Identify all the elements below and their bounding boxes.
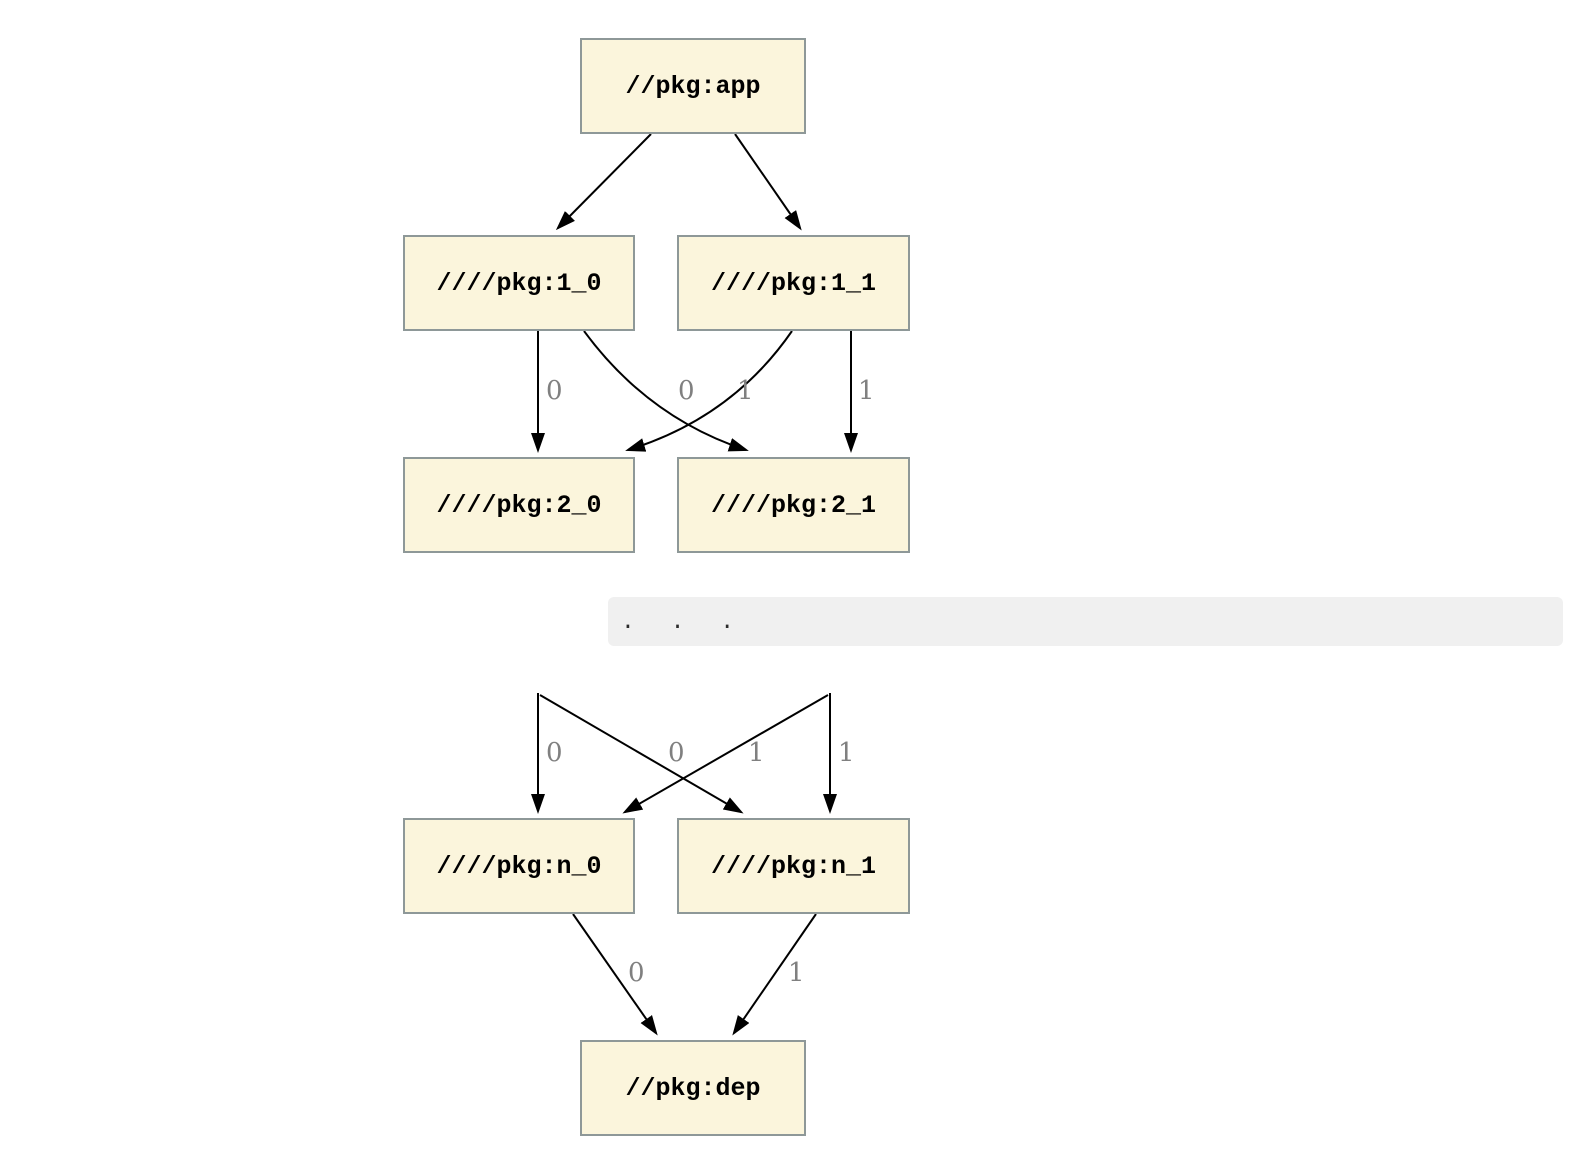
node-pkg-2-1-label: ////pkg:2_1: [710, 490, 877, 520]
node-pkg-app: //pkg:app: [580, 38, 806, 134]
node-pkg-dep: //pkg:dep: [580, 1040, 806, 1136]
edge-label-1_1-2_1: 1: [858, 376, 875, 406]
node-pkg-n-1: ////pkg:n_1: [677, 818, 910, 914]
node-pkg-app-label: //pkg:app: [625, 71, 761, 101]
node-pkg-2-0-label: ////pkg:2_0: [436, 490, 602, 520]
edge-label-1_0-2_0: 0: [546, 376, 563, 406]
node-pkg-2-0: ////pkg:2_0: [403, 457, 635, 553]
edge-app-to-1_0: [555, 133, 652, 231]
edge-label-elided-n_0: 0: [546, 738, 563, 768]
node-pkg-2-1: ////pkg:2_1: [677, 457, 910, 553]
edge-label-elided-n_1-cross: 0: [668, 738, 685, 768]
node-pkg-1-0-label: ////pkg:1_0: [436, 268, 602, 298]
node-pkg-1-1-label: ////pkg:1_1: [710, 268, 877, 298]
node-pkg-n-1-label: ////pkg:n_1: [710, 851, 877, 881]
edge-n_0-to-dep: [572, 913, 658, 1036]
edge-elided-to-n_1-cross: [539, 694, 744, 814]
node-pkg-1-1: ////pkg:1_1: [677, 235, 910, 331]
node-pkg-n-0-label: ////pkg:n_0: [436, 851, 602, 881]
edge-1_1-to-2_0: [625, 330, 793, 452]
elided-layers-band: . . .: [608, 597, 1563, 646]
edge-label-elided-n_1: 1: [838, 738, 855, 768]
edge-elided-to-n_0-cross: [622, 694, 829, 814]
edge-label-1_1-2_0: 1: [737, 376, 754, 406]
edge-label-n_0-dep: 0: [628, 958, 645, 988]
edge-label-n_1-dep: 1: [788, 958, 805, 988]
node-pkg-n-0: ////pkg:n_0: [403, 818, 635, 914]
node-pkg-dep-label: //pkg:dep: [625, 1073, 761, 1103]
edge-app-to-1_1: [734, 133, 802, 231]
edge-label-elided-n_0-cross: 1: [748, 738, 765, 768]
edge-1_0-to-2_1: [583, 330, 749, 452]
ellipsis-text: . . .: [621, 608, 735, 635]
edge-n_1-to-dep: [732, 913, 817, 1036]
edge-label-1_0-2_1: 0: [678, 376, 695, 406]
node-pkg-1-0: ////pkg:1_0: [403, 235, 635, 331]
